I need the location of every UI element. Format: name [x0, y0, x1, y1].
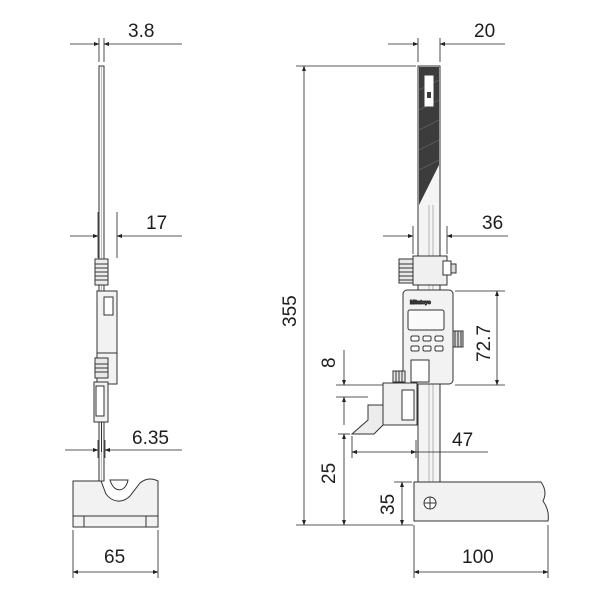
front-dimension-lines	[296, 38, 549, 578]
dim-side-top-width: 3.8	[128, 21, 154, 42]
dim-base-length: 100	[462, 547, 494, 568]
dim-front-column-width: 20	[474, 21, 495, 42]
dim-front-slider-width: 36	[482, 213, 503, 234]
side-dimension-lines	[65, 38, 182, 578]
button-5	[422, 345, 432, 352]
front-base	[413, 481, 549, 522]
front-upper-slider	[412, 255, 448, 286]
scriber	[350, 404, 384, 435]
button-2	[422, 335, 432, 342]
button-6	[434, 345, 444, 352]
dim-base-height: 35	[378, 494, 399, 515]
lcd-screen	[407, 309, 445, 331]
dim-overall-height: 355	[280, 295, 301, 327]
dim-side-base-width: 65	[104, 547, 125, 568]
button-3	[434, 335, 444, 342]
dim-scriber-height: 25	[319, 463, 340, 484]
button-4	[410, 345, 420, 352]
brand-logo: Mitutoyo	[410, 300, 431, 306]
dim-display-height: 72.7	[474, 325, 495, 362]
dim-side-slider-width: 17	[146, 213, 167, 234]
side-base	[72, 478, 159, 528]
side-view	[72, 65, 159, 528]
button-1	[410, 335, 420, 342]
front-upper-clamp-knob	[398, 258, 414, 284]
dim-scriber-reach: 47	[452, 430, 473, 451]
dim-scriber-thickness: 8	[319, 357, 340, 368]
front-view: Mitutoyo	[350, 65, 549, 522]
dim-side-tip-width: 6.35	[132, 428, 169, 449]
